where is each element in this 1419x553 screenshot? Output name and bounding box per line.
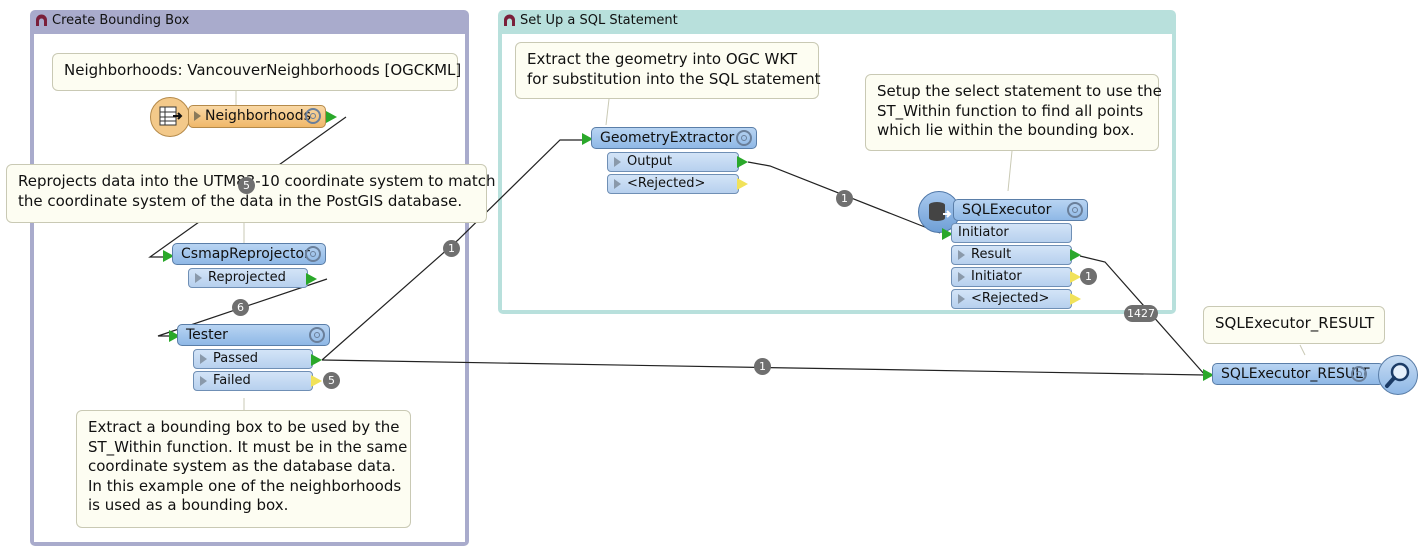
- bookmark-title: Set Up a SQL Statement: [520, 13, 678, 28]
- port-label: Passed: [213, 351, 259, 366]
- port-rejected[interactable]: <Rejected>: [951, 289, 1072, 309]
- port-label: Reprojected: [208, 270, 286, 285]
- annotation-bounding-box[interactable]: Extract a bounding box to be used by the…: [76, 410, 411, 528]
- expand-triangle-icon: [194, 111, 201, 121]
- port-failed[interactable]: Failed: [193, 371, 313, 391]
- feature-count-badge: 6: [232, 299, 249, 316]
- gear-icon[interactable]: [736, 130, 752, 146]
- connection-line: [148, 116, 347, 258]
- transformer-name: SQLExecutor_RESULT: [1221, 366, 1370, 382]
- reprojector-input-port[interactable]: [163, 250, 174, 262]
- table-reader-icon: [159, 106, 183, 126]
- transformer-name: CsmapReprojector: [181, 246, 310, 262]
- feature-count-badge: 1: [443, 240, 460, 257]
- gear-icon[interactable]: [305, 246, 321, 262]
- output-port[interactable]: [737, 156, 748, 168]
- expand-triangle-icon: [958, 272, 965, 282]
- port-initiator-output[interactable]: Initiator: [951, 267, 1072, 287]
- feature-count-badge: 1: [1080, 268, 1097, 285]
- rejected-output-port[interactable]: [737, 178, 748, 190]
- inspector-sqlexecutor-result[interactable]: SQLExecutor_RESULT: [1212, 363, 1384, 385]
- port-initiator-input[interactable]: Initiator: [951, 223, 1072, 243]
- bookmark-icon: [504, 14, 515, 26]
- transformer-name: Tester: [186, 327, 228, 343]
- port-reprojected[interactable]: Reprojected: [188, 268, 308, 288]
- gear-icon[interactable]: [1067, 202, 1083, 218]
- connection-line: [1079, 255, 1206, 376]
- tester-input-port[interactable]: [169, 330, 180, 342]
- sqlexecutor-input-port[interactable]: [942, 228, 953, 240]
- connection-line: [157, 278, 328, 337]
- passed-output-port[interactable]: [311, 354, 322, 366]
- reprojected-output-port[interactable]: [306, 273, 317, 285]
- expand-triangle-icon: [200, 376, 207, 386]
- reader-neighborhoods[interactable]: Neighborhoods: [188, 105, 326, 128]
- reader-output-port[interactable]: [326, 111, 337, 123]
- expand-triangle-icon: [614, 179, 621, 189]
- transformer-sqlexecutor[interactable]: SQLExecutor: [953, 199, 1088, 221]
- transformer-name: SQLExecutor: [962, 202, 1052, 218]
- gear-icon[interactable]: [1351, 366, 1367, 382]
- annotation-sql-setup[interactable]: Setup the select statement to use the ST…: [865, 74, 1162, 151]
- bookmark-icon: [36, 14, 47, 26]
- port-label: Initiator: [971, 269, 1022, 284]
- port-rejected[interactable]: <Rejected>: [607, 174, 739, 194]
- feature-count-badge: 5: [238, 177, 255, 194]
- port-label: Output: [627, 154, 673, 169]
- initiator-output-port[interactable]: [1070, 271, 1081, 283]
- connection-line: [321, 139, 584, 361]
- port-passed[interactable]: Passed: [193, 349, 313, 369]
- transformer-csmapreprojector[interactable]: CsmapReprojector: [172, 243, 326, 265]
- port-label: Initiator: [958, 225, 1009, 240]
- expand-triangle-icon: [614, 157, 621, 167]
- expand-triangle-icon: [958, 294, 965, 304]
- annotation-reproject[interactable]: Reprojects data into the UTM83-10 coordi…: [6, 164, 496, 223]
- bookmark-header[interactable]: Set Up a SQL Statement: [498, 10, 1176, 32]
- port-label: Failed: [213, 373, 251, 388]
- gear-icon[interactable]: [305, 108, 321, 124]
- transformer-tester[interactable]: Tester: [177, 324, 330, 346]
- expand-triangle-icon: [195, 273, 202, 283]
- feature-count-badge: 1427: [1124, 305, 1158, 322]
- port-result[interactable]: Result: [951, 245, 1072, 265]
- reader-icon-circle[interactable]: [150, 97, 190, 137]
- result-output-port[interactable]: [1070, 249, 1081, 261]
- extractor-input-port[interactable]: [582, 133, 593, 145]
- inspector-input-port[interactable]: [1203, 369, 1214, 381]
- transformer-name: GeometryExtractor: [600, 130, 735, 146]
- bookmark-title: Create Bounding Box: [52, 13, 190, 28]
- transformer-geometryextractor[interactable]: GeometryExtractor: [591, 127, 757, 149]
- failed-output-port[interactable]: [311, 375, 322, 387]
- feature-count-badge: 1: [754, 358, 771, 375]
- port-label: Result: [971, 247, 1012, 262]
- database-icon: [929, 202, 952, 221]
- port-label: <Rejected>: [627, 176, 706, 191]
- bookmark-header[interactable]: Create Bounding Box: [30, 10, 469, 32]
- port-output[interactable]: Output: [607, 152, 739, 172]
- connection-line: [747, 161, 941, 234]
- inspector-icon-circle[interactable]: [1378, 355, 1418, 395]
- expand-triangle-icon: [958, 250, 965, 260]
- gear-icon[interactable]: [309, 327, 325, 343]
- feature-count-badge: 1: [836, 190, 853, 207]
- port-label: <Rejected>: [971, 291, 1050, 306]
- feature-count-badge: 5: [323, 372, 340, 389]
- magnifier-icon: [1385, 362, 1410, 388]
- transformer-name: Neighborhoods: [205, 108, 311, 124]
- annotation-geometry-extract[interactable]: Extract the geometry into OGC WKT for su…: [515, 42, 821, 99]
- rejected-output-port[interactable]: [1070, 293, 1081, 305]
- expand-triangle-icon: [200, 354, 207, 364]
- annotation-result-label[interactable]: SQLExecutor_RESULT: [1203, 306, 1385, 344]
- annotation-neighborhoods-source[interactable]: Neighborhoods: VancouverNeighborhoods [O…: [52, 53, 461, 91]
